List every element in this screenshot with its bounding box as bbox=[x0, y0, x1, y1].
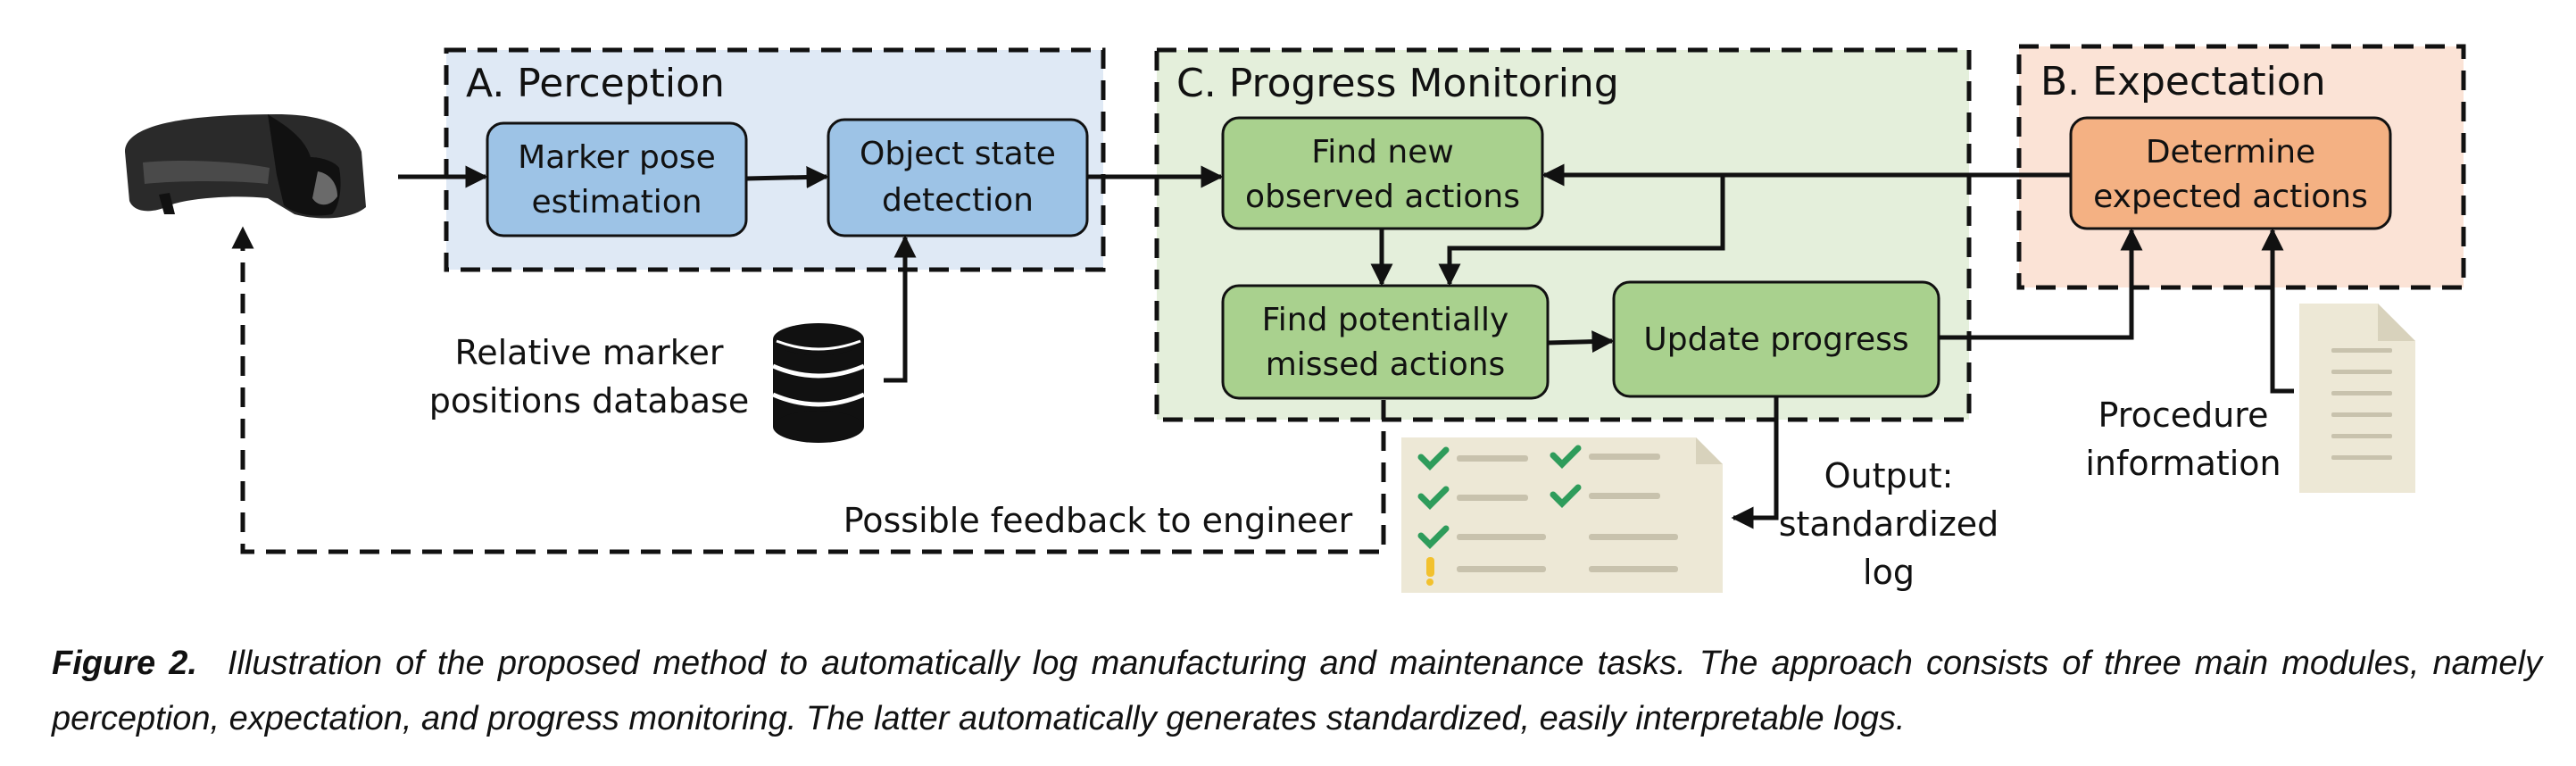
log-checklist-icon bbox=[1401, 437, 1723, 593]
svg-text:Find new: Find new bbox=[1311, 134, 1454, 171]
arrow-update-to-determine bbox=[1939, 228, 2143, 340]
svg-text:Object state: Object state bbox=[860, 136, 1056, 172]
svg-text:expected actions: expected actions bbox=[2093, 179, 2368, 215]
perception-title: A. Perception bbox=[466, 61, 725, 106]
svg-text:Marker pose: Marker pose bbox=[518, 139, 716, 176]
monitoring-title: C. Progress Monitoring bbox=[1176, 61, 1619, 106]
database-icon bbox=[772, 323, 865, 443]
output-label-line2: standardized bbox=[1779, 504, 1999, 544]
svg-text:Update progress: Update progress bbox=[1643, 321, 1908, 358]
output-label-line3: log bbox=[1863, 553, 1915, 592]
arrow-branch-to-find-missed bbox=[1438, 175, 1725, 287]
determine-expected-box: Determine expected actions bbox=[2069, 116, 2392, 230]
arrow-find-missed-to-update bbox=[1547, 330, 1615, 354]
find-new-actions-box: Find new observed actions bbox=[1221, 116, 1544, 230]
figure-label: Figure 2. bbox=[52, 645, 197, 682]
database-label-line2: positions database bbox=[429, 381, 750, 420]
find-missed-actions-box: Find potentially missed actions bbox=[1221, 284, 1550, 400]
object-state-box: Object state detection bbox=[827, 118, 1089, 237]
database-label-line1: Relative marker bbox=[455, 333, 724, 372]
svg-text:detection: detection bbox=[882, 182, 1034, 219]
svg-text:missed actions: missed actions bbox=[1266, 346, 1506, 383]
output-label-line1: Output: bbox=[1824, 456, 1954, 495]
figure-caption: Figure 2.Illustration of the proposed me… bbox=[52, 636, 2542, 746]
arrow-marker-to-object-state bbox=[745, 166, 829, 188]
arrow-document-to-determine bbox=[2261, 228, 2294, 394]
svg-text:estimation: estimation bbox=[531, 184, 702, 221]
caption-text: Illustration of the proposed method to a… bbox=[52, 645, 2542, 737]
marker-pose-box: Marker pose estimation bbox=[486, 121, 748, 237]
expectation-title: B. Expectation bbox=[2040, 59, 2326, 104]
svg-text:Determine: Determine bbox=[2146, 134, 2315, 171]
arrow-update-to-log bbox=[1731, 396, 1779, 529]
feedback-dashed-arrow bbox=[231, 226, 1386, 554]
svg-text:observed actions: observed actions bbox=[1245, 179, 1520, 215]
procedure-label-line1: Procedure bbox=[2098, 395, 2269, 435]
arrow-database-to-object-state bbox=[884, 235, 917, 383]
feedback-label: Possible feedback to engineer bbox=[843, 501, 1353, 540]
update-progress-box: Update progress bbox=[1612, 280, 1940, 398]
ar-headset-icon bbox=[125, 114, 366, 219]
method-diagram: A. Perception C. Progress Monitoring B. … bbox=[125, 44, 2466, 593]
procedure-label-line2: information bbox=[2085, 444, 2281, 483]
svg-text:Find potentially: Find potentially bbox=[1262, 302, 1509, 338]
document-icon bbox=[2299, 304, 2415, 493]
